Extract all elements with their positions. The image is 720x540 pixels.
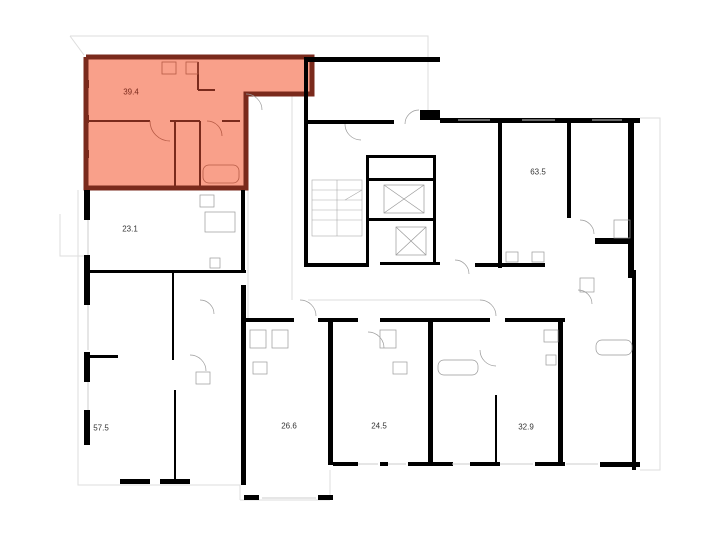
unit-area-label: 63.5 — [530, 167, 546, 177]
unit-24-5[interactable] — [334, 318, 429, 466]
unit-area-label: 23.1 — [122, 224, 138, 234]
elevator-shafts — [383, 184, 427, 256]
unit-area-label: 39.4 — [123, 87, 139, 97]
unit-57-5[interactable] — [84, 355, 244, 485]
unit-23-1[interactable] — [84, 191, 244, 271]
unit-63-5[interactable] — [498, 118, 628, 263]
unit-39-4[interactable] — [84, 57, 310, 188]
unit-area-label: 57.5 — [93, 423, 109, 433]
unit-area-label: 26.6 — [281, 421, 297, 431]
doors — [189, 93, 595, 372]
fixtures — [195, 194, 633, 385]
unit-area-label: 24.5 — [371, 421, 387, 431]
walls — [84, 57, 640, 500]
unit-32-9[interactable] — [498, 318, 563, 466]
unit-area-label: 32.9 — [518, 422, 534, 432]
stairs — [311, 179, 363, 237]
windows — [87, 119, 622, 499]
unit-26-6[interactable] — [244, 318, 329, 498]
